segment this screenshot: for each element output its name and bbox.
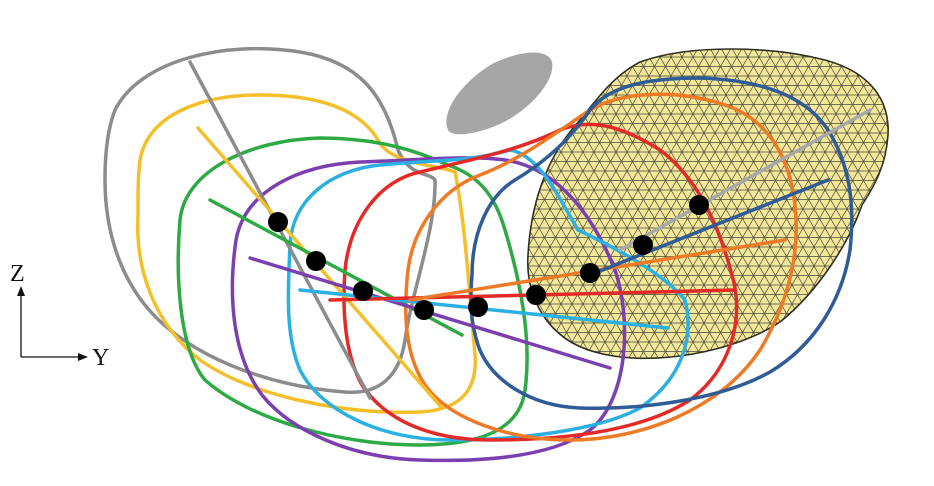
contour-yellow — [135, 93, 477, 415]
centroid-point — [468, 297, 488, 317]
y-axis-label: Y — [92, 345, 110, 371]
centroid-point — [353, 281, 373, 301]
axis-line-silver — [618, 108, 872, 252]
centroid-point — [414, 300, 434, 320]
axes-indicator — [17, 286, 88, 361]
centroid-point — [580, 263, 600, 283]
z-axis-label: Z — [10, 261, 25, 287]
contour-gray — [103, 46, 437, 394]
contour-red — [342, 122, 739, 442]
mesh-surface — [526, 48, 889, 360]
centroid-point — [526, 285, 546, 305]
grey-blob — [446, 52, 553, 135]
centroid-point — [689, 195, 709, 215]
axis-line-darkblue — [588, 178, 830, 277]
contour-green — [176, 136, 529, 447]
contour-orange — [403, 92, 798, 442]
contour-purple — [230, 156, 627, 463]
contour-lightblue — [286, 148, 690, 442]
centroid-point — [633, 235, 653, 255]
centroid-point — [268, 212, 288, 232]
centroid-point — [306, 251, 326, 271]
contour-darkblue — [469, 76, 854, 410]
